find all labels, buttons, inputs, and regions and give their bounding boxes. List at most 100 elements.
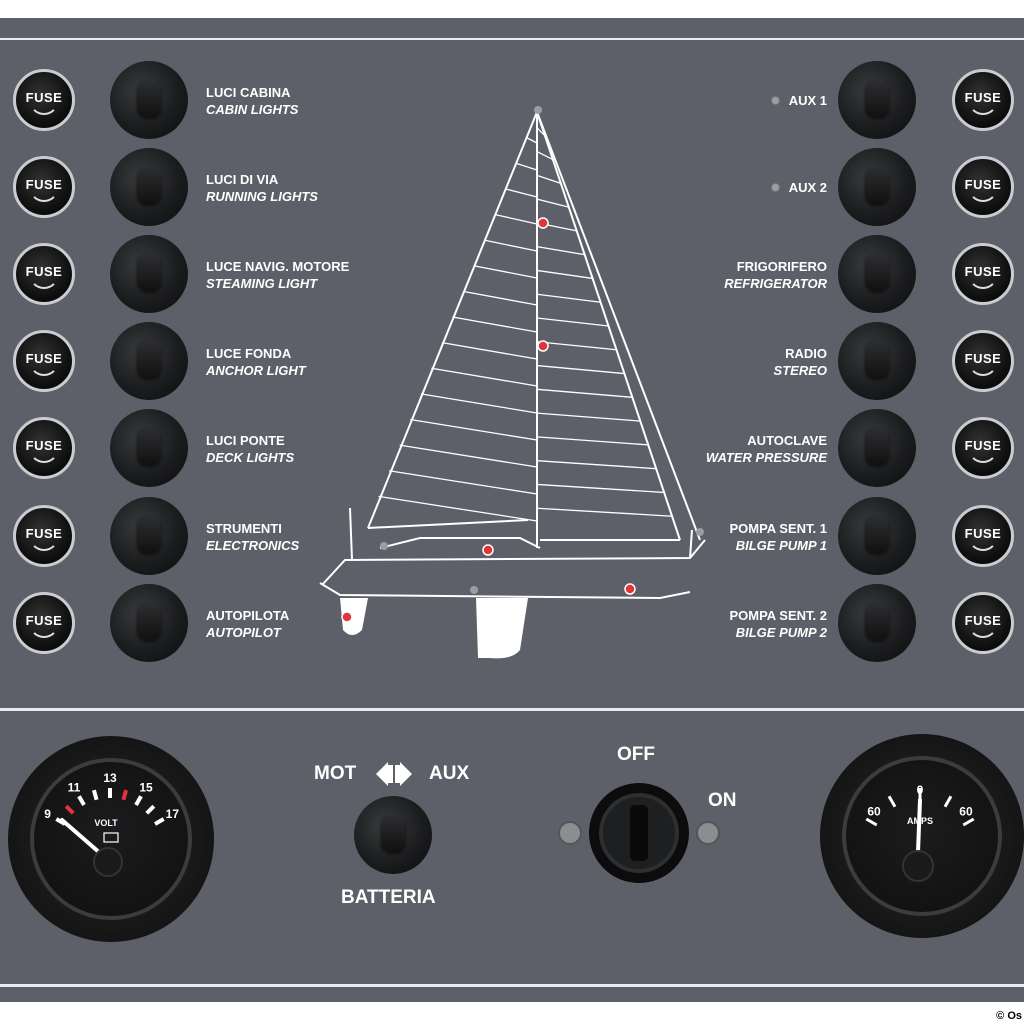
fuse-holder[interactable]: FUSE <box>952 330 1014 392</box>
circuit-name-it: LUCI DI VIA <box>206 172 279 187</box>
toggle-lever[interactable] <box>865 79 889 117</box>
circuit-label: POMPA SENT. 1 BILGE PUMP 1 <box>729 520 827 554</box>
circuit-name-en: CABIN LIGHTS <box>206 102 299 117</box>
toggle-switch[interactable] <box>838 409 916 487</box>
circuit-name-it: LUCI CABINA <box>206 85 291 100</box>
fuse-arrow-icon <box>29 172 59 202</box>
battery-aux-label: AUX <box>429 763 470 784</box>
circuit-label: AUX 1 <box>789 92 827 109</box>
toggle-switch[interactable] <box>110 409 188 487</box>
toggle-lever[interactable] <box>137 427 161 465</box>
volt-gauge-face <box>30 758 192 920</box>
fuse-arrow-icon <box>29 608 59 638</box>
fuse-arrow-icon <box>968 346 998 376</box>
battery-arrow-icon <box>376 762 412 786</box>
toggle-switch[interactable] <box>838 235 916 313</box>
circuit-name-en: AUTOPILOT <box>206 625 281 640</box>
fuse-holder[interactable]: FUSE <box>13 243 75 305</box>
fuse-holder[interactable]: FUSE <box>13 156 75 218</box>
toggle-switch[interactable] <box>110 148 188 226</box>
circuit-label: AUTOPILOTA AUTOPILOT <box>206 607 289 641</box>
fuse-holder[interactable]: FUSE <box>13 592 75 654</box>
main-switch[interactable] <box>550 775 750 895</box>
main-on-label: ON <box>708 790 737 811</box>
toggle-lever[interactable] <box>137 340 161 378</box>
toggle-switch[interactable] <box>838 322 916 400</box>
circuit-name-it: LUCE NAVIG. MOTORE <box>206 259 350 274</box>
fuse-holder[interactable]: FUSE <box>13 417 75 479</box>
toggle-lever[interactable] <box>865 427 889 465</box>
amp-gauge-face <box>842 756 1002 916</box>
toggle-lever[interactable] <box>137 602 161 640</box>
toggle-lever[interactable] <box>865 515 889 553</box>
circuit-name-it: AUTOPILOTA <box>206 608 290 623</box>
fuse-arrow-icon <box>29 346 59 376</box>
circuit-name-it: STRUMENTI <box>206 521 282 536</box>
fuse-holder[interactable]: FUSE <box>952 69 1014 131</box>
toggle-lever[interactable] <box>865 253 889 291</box>
toggle-lever[interactable] <box>137 515 161 553</box>
fuse-arrow-icon <box>29 433 59 463</box>
toggle-switch[interactable] <box>838 148 916 226</box>
battery-mot-label: MOT <box>314 763 357 784</box>
fuse-arrow-icon <box>968 521 998 551</box>
circuit-name-it: POMPA SENT. 1 <box>729 521 827 536</box>
toggle-lever[interactable] <box>137 253 161 291</box>
panel-divider <box>0 708 1024 711</box>
toggle-lever[interactable] <box>865 166 889 204</box>
fuse-holder[interactable]: FUSE <box>13 330 75 392</box>
fuse-arrow-icon <box>29 259 59 289</box>
toggle-switch[interactable] <box>110 322 188 400</box>
circuit-name-en: ELECTRONICS <box>206 538 300 553</box>
circuit-label: LUCI PONTE DECK LIGHTS <box>206 432 294 466</box>
circuit-name-en: REFRIGERATOR <box>724 276 827 291</box>
fuse-arrow-icon <box>968 259 998 289</box>
toggle-switch[interactable] <box>110 497 188 575</box>
toggle-switch[interactable] <box>110 584 188 662</box>
circuit-name-it: RADIO <box>785 346 827 361</box>
fuse-holder[interactable]: FUSE <box>13 69 75 131</box>
main-off-label: OFF <box>617 744 655 765</box>
circuit-name-en: BILGE PUMP 2 <box>735 625 827 640</box>
fuse-holder[interactable]: FUSE <box>13 505 75 567</box>
fuse-holder[interactable]: FUSE <box>952 417 1014 479</box>
toggle-lever[interactable] <box>865 602 889 640</box>
fuse-holder[interactable]: FUSE <box>952 592 1014 654</box>
circuit-name-en: BILGE PUMP 1 <box>735 538 827 553</box>
fuse-arrow-icon <box>29 521 59 551</box>
fuse-holder[interactable]: FUSE <box>952 505 1014 567</box>
circuit-label: STRUMENTI ELECTRONICS <box>206 520 299 554</box>
bottom-rule <box>0 984 1024 987</box>
battery-label: BATTERIA <box>341 887 436 908</box>
toggle-switch[interactable] <box>838 584 916 662</box>
toggle-switch[interactable] <box>110 235 188 313</box>
circuit-name-en: DECK LIGHTS <box>206 450 295 465</box>
toggle-lever[interactable] <box>137 79 161 117</box>
toggle-lever[interactable] <box>865 340 889 378</box>
circuit-name-it: AUX 1 <box>788 93 827 108</box>
toggle-switch[interactable] <box>838 497 916 575</box>
indicator-led <box>771 96 780 105</box>
battery-selector-switch[interactable] <box>354 796 432 874</box>
circuit-name-it: FRIGORIFERO <box>736 259 827 274</box>
volt-gauge <box>8 736 214 942</box>
amp-gauge <box>820 734 1024 938</box>
circuit-name-it: AUX 2 <box>788 180 827 195</box>
circuit-name-en: ANCHOR LIGHT <box>206 363 306 378</box>
toggle-switch[interactable] <box>110 61 188 139</box>
fuse-holder[interactable]: FUSE <box>952 243 1014 305</box>
fuse-arrow-icon <box>968 433 998 463</box>
fuse-holder[interactable]: FUSE <box>952 156 1014 218</box>
circuit-name-it: LUCI PONTE <box>206 433 285 448</box>
fuse-arrow-icon <box>29 85 59 115</box>
copyright-text: © Os <box>996 1010 1022 1022</box>
toggle-lever[interactable] <box>137 166 161 204</box>
circuit-name-en: WATER PRESSURE <box>705 450 827 465</box>
toggle-switch[interactable] <box>838 61 916 139</box>
battery-selector-knob[interactable] <box>381 814 405 852</box>
circuit-name-it: POMPA SENT. 2 <box>729 608 827 623</box>
